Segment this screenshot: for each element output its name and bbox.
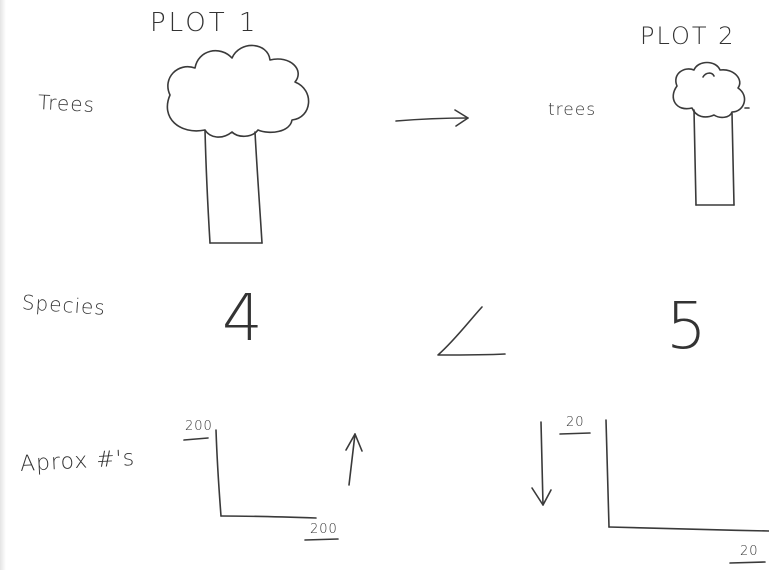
arrow-up-icon (345, 433, 363, 486)
tree-icon-large (166, 44, 310, 244)
trees-label-plot2: trees (548, 100, 597, 120)
trees-label-plot1: Trees (37, 90, 96, 117)
plot1-species-count: 4 (222, 282, 264, 356)
plot1-x-axis-label: 200 (310, 522, 338, 537)
arrow-right-icon (395, 109, 469, 127)
plot2-y-axis-label: 20 (566, 415, 585, 430)
scan-edge (0, 0, 6, 570)
tree-icon-small (672, 61, 750, 206)
plot1-title: PLOT 1 (150, 8, 259, 38)
plot1-y-axis-label: 200 (185, 419, 213, 434)
plot2-x-axis-label: 20 (740, 544, 759, 559)
plot2-axes (559, 419, 769, 564)
less-than-mark (437, 306, 506, 356)
plot2-title: PLOT 2 (640, 22, 736, 50)
plot2-species-count: 5 (666, 290, 708, 364)
arrow-down-icon (531, 421, 552, 506)
plot1-axes (183, 429, 339, 541)
